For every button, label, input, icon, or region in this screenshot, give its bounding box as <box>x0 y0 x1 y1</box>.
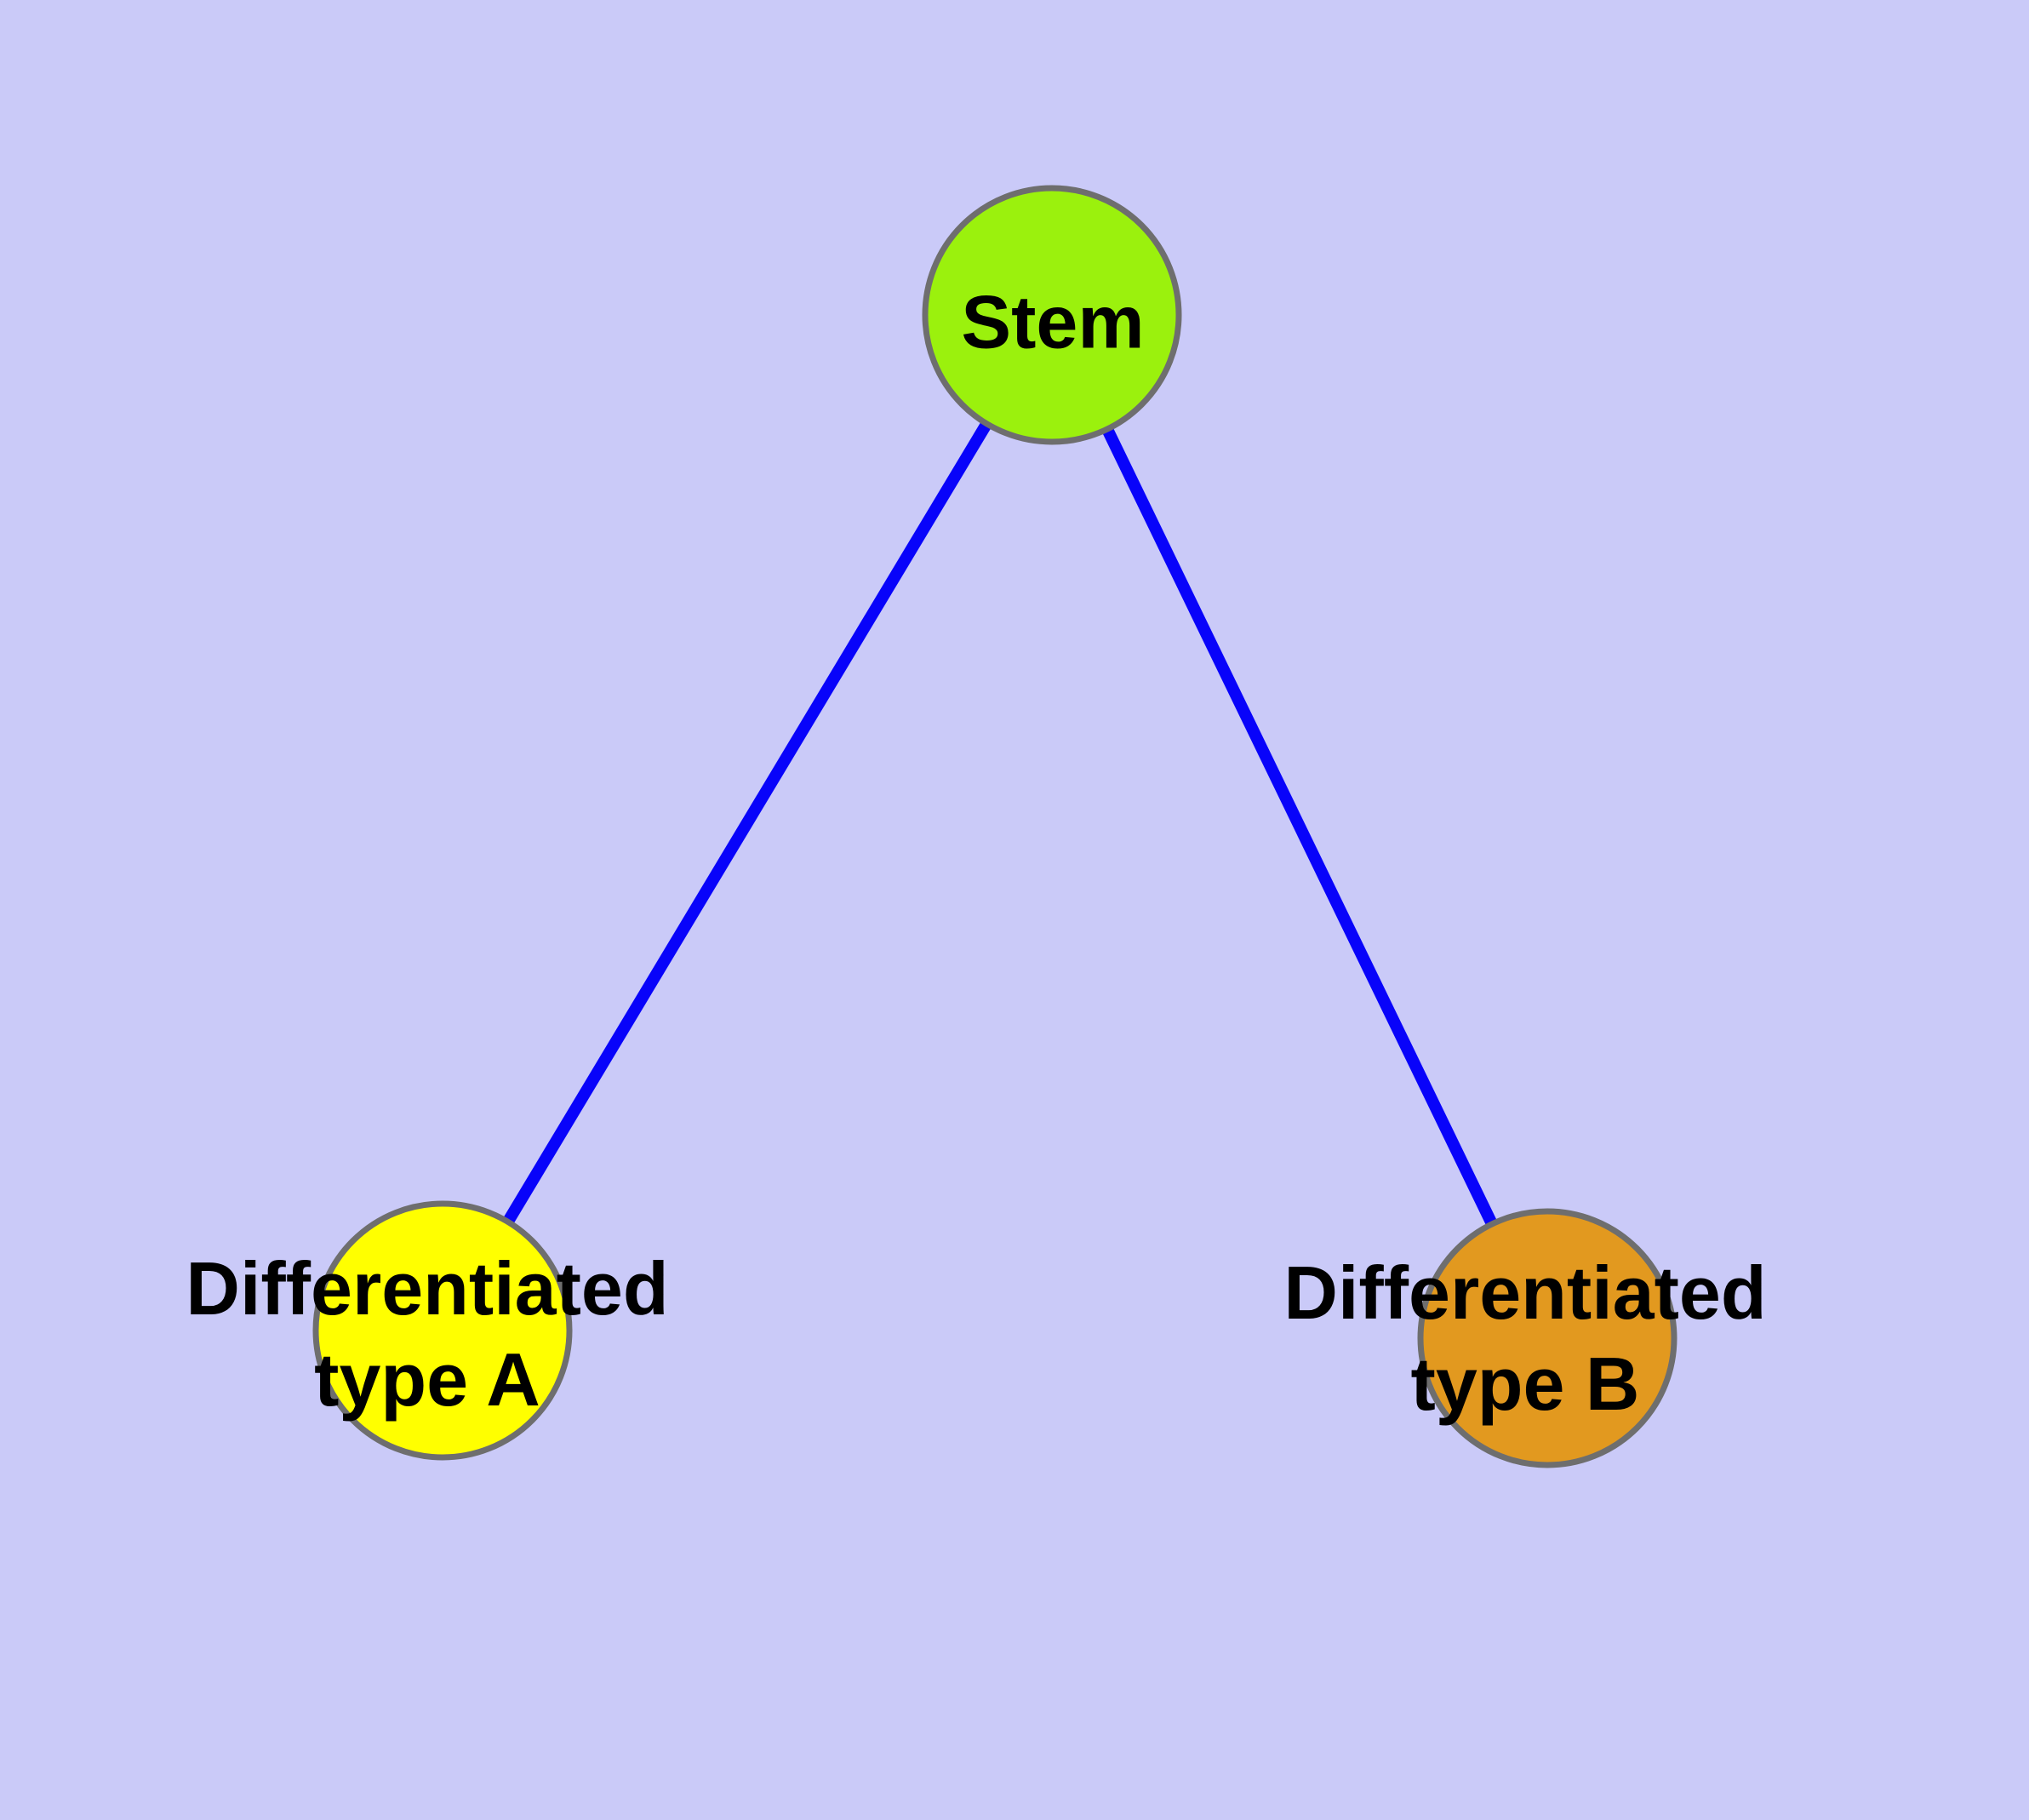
node-label-stem: Stem <box>961 279 1145 364</box>
node-label-differentiated-type-b: Differentiated type B <box>1283 1251 1767 1426</box>
edge-stem-to-type-a <box>437 312 1058 1334</box>
node-stem <box>922 185 1182 445</box>
node-label-differentiated-type-a: Differentiated type A <box>186 1246 669 1422</box>
node-differentiated-type-b <box>1417 1208 1677 1468</box>
node-differentiated-type-a <box>312 1200 573 1461</box>
edge-stem-to-type-b <box>1046 312 1553 1342</box>
